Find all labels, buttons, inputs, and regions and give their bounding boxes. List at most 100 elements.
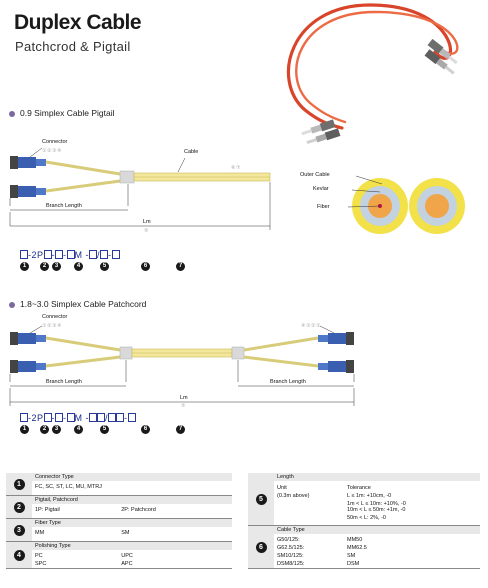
bullet-icon (9, 110, 15, 117)
spec-num: 3 (13, 524, 25, 536)
spec-row: Unit Tolerance (248, 481, 480, 492)
section-patchcord-title: 1.8~3.0 Simplex Cable Patchcord (20, 299, 147, 309)
pigtail-code: -2P--M -/- (20, 250, 120, 260)
spec-row-header: 5 Length (248, 473, 480, 526)
pigtail-cable-nums: ⑥⑦ (231, 165, 241, 171)
spec-num-cell: 4 (6, 541, 32, 569)
outer-cable-label: Outer Cable (300, 172, 330, 178)
patchcord-diagram (9, 325, 355, 406)
spec-cell (274, 514, 344, 526)
section-pigtail-title: 0.9 Simplex Cable Pigtail (20, 108, 115, 118)
spec-num-cell: 2 (6, 495, 32, 519)
spec-cell: DSM (347, 561, 360, 567)
spec-cell: SM (347, 553, 356, 559)
code-num-7: 7 (176, 425, 185, 434)
code-box (55, 413, 64, 422)
spec-cell: SM (121, 530, 130, 536)
spec-cell: PC (35, 553, 43, 559)
spec-num: 6 (255, 541, 267, 553)
patchcord-connector-nums-right: ④③②① (301, 323, 321, 329)
code-num-3: 3 (52, 425, 61, 434)
patchcord-code-nums: 1 2 3 4 5 6 7 (0, 425, 200, 437)
spec-row: FC, SC, ST, LC, MU, MTRJ (6, 481, 232, 496)
code-box (111, 250, 120, 259)
kevlar-label: Kevlar (313, 186, 329, 192)
spec-cell: 50m < L: 2%, -0 (347, 515, 386, 521)
patchcord-connector-label: Connector (42, 314, 68, 320)
spec-row: G62.5/125: MM62.5 (248, 544, 480, 552)
code-box (89, 250, 98, 259)
pigtail-lm-num: ⑤ (144, 228, 149, 234)
code-num-5: 5 (100, 262, 109, 271)
spec-cell: DSM8/125: (277, 561, 305, 567)
tolerance-line: 1m < L ≤ 10m: +10%, -0 (347, 501, 406, 507)
spec-row: 1P: Pigtail 2P: Patchcord (6, 504, 232, 519)
code-part: - (63, 250, 67, 260)
code-box (43, 250, 52, 259)
code-part: - (108, 250, 112, 260)
spec-cell: SPC (35, 561, 47, 567)
code-part: - (51, 413, 56, 423)
pigtail-code-nums: 1 2 3 4 5 6 7 (0, 262, 200, 274)
code-box (66, 250, 75, 259)
patchcord-code: -2P--M -/- (20, 413, 136, 423)
code-part: M - (74, 250, 90, 260)
spec-title: Polishing Type (32, 541, 232, 550)
code-part: - (63, 413, 67, 423)
spec-title: Pigtail, Patchcord (32, 495, 232, 504)
spec-cell: Tolerance (347, 485, 371, 491)
patchcord-lm-label: Lm (180, 395, 188, 401)
spec-cell: (0.3m above) (277, 493, 310, 499)
tolerance-line: 10m < L ≤ 50m: +1m, -0 (347, 507, 406, 513)
page-title: Duplex Cable (14, 11, 142, 34)
pigtail-branch-label: Branch Length (46, 203, 82, 209)
spec-cell: MM62.5 (347, 545, 367, 551)
bullet-icon (9, 301, 15, 308)
spec-row: MM SM (6, 527, 232, 542)
spec-num-cell: 6 (248, 525, 274, 569)
spec-row: 50m < L: 2%, -0 (248, 514, 480, 526)
spec-row: SPC APC (6, 560, 232, 569)
code-num-3: 3 (52, 262, 61, 271)
fiber-label: Fiber (317, 204, 330, 210)
spec-num: 4 (13, 549, 25, 561)
photo-connector-bottom (301, 119, 341, 145)
spec-num: 2 (13, 501, 25, 513)
code-num-2: 2 (40, 425, 49, 434)
code-num-5: 5 (100, 425, 109, 434)
section-pigtail-heading: 0.9 Simplex Cable Pigtail (9, 108, 115, 118)
page-subtitle: Patchcrod & Pigtail (15, 39, 131, 54)
spec-row: DSM8/125: DSM (248, 560, 480, 569)
code-num-6: 6 (141, 425, 150, 434)
code-part: - (124, 413, 128, 423)
code-num-4: 4 (74, 262, 83, 271)
spec-cell: G50/125: (277, 537, 300, 543)
code-num-4: 4 (74, 425, 83, 434)
code-box (55, 250, 64, 259)
code-num-6: 6 (141, 262, 150, 271)
spec-cell: Unit (277, 485, 287, 491)
code-box (100, 250, 109, 259)
photo-cable-a (286, 3, 452, 130)
photo-connector-top (424, 38, 458, 75)
code-num-1: 1 (20, 262, 29, 271)
code-num-2: 2 (40, 262, 49, 271)
code-part: / (97, 250, 101, 260)
spec-cell: G62.5/125: (277, 545, 305, 551)
spec-num-cell: 5 (248, 473, 274, 526)
spec-row-header: 2 Pigtail, Patchcord (6, 495, 232, 519)
spec-num: 1 (13, 478, 25, 490)
code-box (97, 413, 106, 422)
spec-row-header: 3 Fiber Type (6, 518, 232, 542)
product-photo (286, 3, 459, 145)
pigtail-diagram (9, 147, 271, 230)
code-num-7: 7 (176, 262, 185, 271)
pigtail-connector-nums: ①②③④ (42, 148, 62, 154)
code-part: -2P (28, 250, 44, 260)
code-box (89, 413, 98, 422)
patchcord-lm-num: ⑤ (181, 403, 186, 409)
code-part: / (105, 413, 109, 423)
spec-num-cell: 1 (6, 473, 32, 496)
spec-title: Connector Type (32, 473, 232, 481)
